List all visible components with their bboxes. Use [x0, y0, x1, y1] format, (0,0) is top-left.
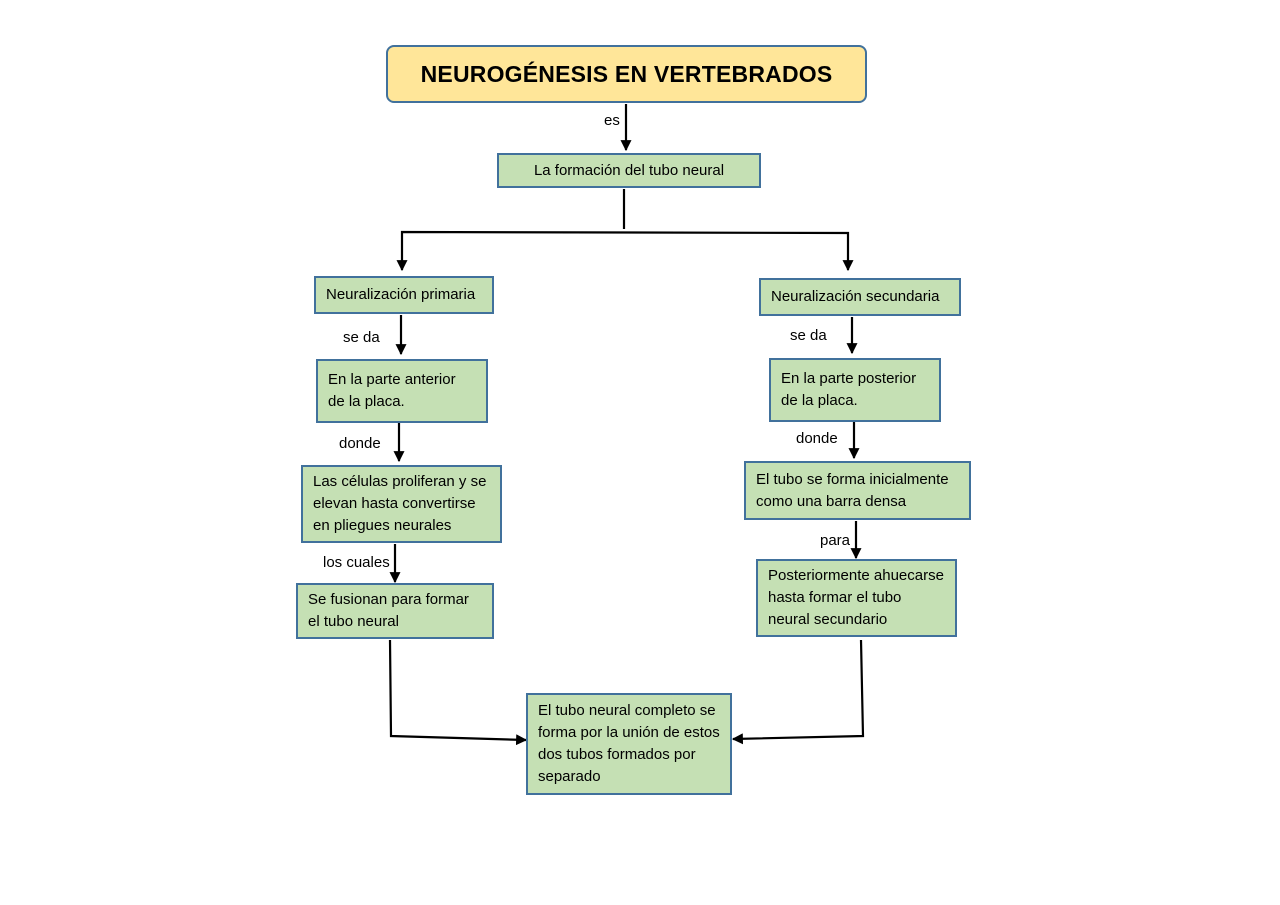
- label-se-da-left: se da: [343, 329, 380, 346]
- label-donde-right: donde: [796, 430, 838, 447]
- line-fusionan-to-completo: [388, 639, 528, 746]
- label-para: para: [820, 532, 851, 549]
- label-donde-left: donde: [339, 435, 381, 452]
- node-se-fusionan: Se fusionan para formar el tubo neural: [296, 583, 494, 639]
- label-es: es: [604, 112, 620, 129]
- line-ahuecarse-to-completo: [731, 639, 865, 745]
- line-branch-horizontal: [400, 230, 850, 268]
- node-celulas-proliferan: Las células proliferan y se elevan hasta…: [301, 465, 502, 543]
- label-se-da-right: se da: [790, 327, 827, 344]
- diagram-title: NEUROGÉNESIS EN VERTEBRADOS: [386, 45, 867, 103]
- node-formacion-tubo-neural: La formación del tubo neural: [497, 153, 761, 188]
- node-parte-anterior: En la parte anterior de la placa.: [316, 359, 488, 423]
- node-neuralizacion-secundaria: Neuralización secundaria: [759, 278, 961, 316]
- node-barra-densa: El tubo se forma inicialmente como una b…: [744, 461, 971, 520]
- node-parte-posterior: En la parte posterior de la placa.: [769, 358, 941, 422]
- node-neuralizacion-primaria: Neuralización primaria: [314, 276, 494, 314]
- node-tubo-neural-completo: El tubo neural completo se forma por la …: [526, 693, 732, 795]
- label-los-cuales: los cuales: [323, 554, 390, 571]
- node-ahuecarse: Posteriormente ahuecarse hasta formar el…: [756, 559, 957, 637]
